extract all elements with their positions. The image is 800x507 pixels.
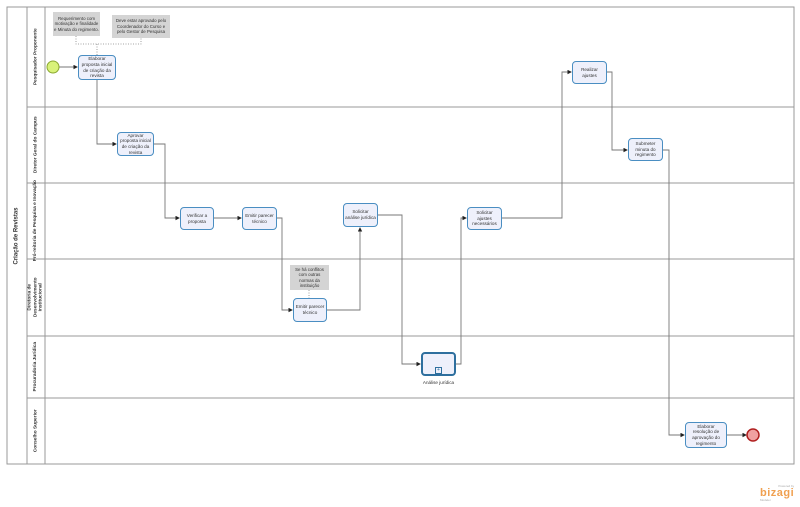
subprocess-analise-juridica[interactable]: + [421,352,456,376]
task-solicitar-analise[interactable]: Solicitar análise jurídica [343,203,378,227]
lane-conselho: Conselho Superior [33,409,39,453]
lane-pesquisador: Pesquisador Proponente [33,28,39,86]
annotation-conflitos: Se há conflitos com outras normas da ins… [290,265,329,290]
subprocess-expand-icon[interactable]: + [435,367,442,374]
task-realizar-ajustes[interactable]: Realizar ajustes [572,61,607,84]
task-solicitar-ajustes[interactable]: Solicitar ajustes necessários [467,207,502,230]
task-submeter-minuta[interactable]: Submeter minuta do regimento [628,138,663,161]
lane-diretor-geral: Diretor Geral do Campus [33,116,39,174]
task-verificar-proposta[interactable]: Verificar a proposta [180,207,214,230]
task-elaborar-resolucao[interactable]: Elaborar resolução de aprovação do regim… [685,422,727,448]
associations [75,36,310,298]
pool-title: Criação de Revistas [14,206,20,265]
sequence-flows [59,64,747,438]
end-event [746,428,760,442]
pool-frame [6,6,795,465]
lane-procuradoria: Procuradoria Jurídica [33,342,39,392]
task-aprovar-proposta[interactable]: Aprovar proposta inicial de criação da r… [117,132,154,156]
annotation-requerimento: Requerimento com motivação e finalidade … [53,12,100,36]
bizagi-logo: Powered by bizagi Modeler [760,484,795,502]
task-emitir-parecer-1[interactable]: Emitir parecer técnico [242,207,277,230]
subprocess-label: Análise jurídica [422,380,455,385]
task-elaborar-proposta[interactable]: Elaborar proposta inicial de criação da … [78,55,116,80]
task-emitir-parecer-2[interactable]: Emitir parecer técnico [293,298,327,322]
annotation-aprovacao: Deve estar aprovado pelo Coordenador do … [112,15,170,38]
start-event [46,60,60,74]
lane-pro-reitoria: Pró-reitoria de Pesquisa e Inovação [33,180,39,262]
lane-diretoria-desenvolvimento: Diretoria de Desenvolvimento Institucion… [27,277,44,318]
